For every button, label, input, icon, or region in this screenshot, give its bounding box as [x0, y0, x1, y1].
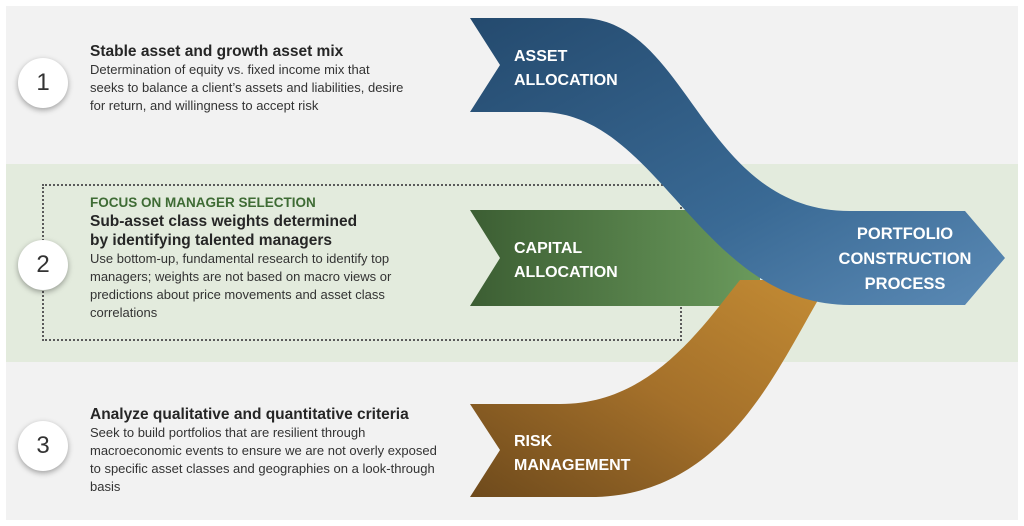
- step-2-body-line: correlations: [90, 305, 158, 320]
- portfolio-label-line-1: PORTFOLIO: [857, 225, 953, 243]
- step-2-heading-line: Sub-asset class weights determined: [90, 213, 358, 230]
- step-2-heading-line: by identifying talented managers: [90, 232, 333, 249]
- step-3-number: 3: [36, 432, 50, 459]
- step-2-number-circle: 2: [18, 240, 68, 290]
- step-3-text: Analyze qualitative and quantitative cri…: [90, 405, 470, 496]
- step-1-number: 1: [36, 69, 50, 96]
- step-1-heading: Stable asset and growth asset mix: [90, 43, 344, 60]
- asset-allocation-label-line-2: ALLOCATION: [514, 72, 618, 89]
- step-3-heading: Analyze qualitative and quantitative cri…: [90, 406, 409, 423]
- capital-allocation-arrow: [470, 210, 760, 306]
- step-2-body-line: Use bottom-up, fundamental research to i…: [90, 251, 390, 266]
- step-1-body-line: Determination of equity vs. fixed income…: [90, 62, 370, 77]
- risk-management-label-line-2: MANAGEMENT: [514, 457, 631, 474]
- capital-allocation-label-line-2: ALLOCATION: [514, 264, 618, 281]
- capital-allocation-label-line-1: CAPITAL: [514, 240, 582, 257]
- focus-label: FOCUS ON MANAGER SELECTION: [90, 195, 316, 210]
- step-2-body-line: predictions about price movements and as…: [90, 287, 385, 302]
- portfolio-label-line-2: CONSTRUCTION: [839, 250, 972, 268]
- step-1-number-circle: 1: [18, 58, 68, 108]
- step-3-number-circle: 3: [18, 421, 68, 471]
- step-2-body: Use bottom-up, fundamental research to i…: [90, 250, 450, 322]
- portfolio-label-line-3: PROCESS: [865, 275, 946, 293]
- step-3-body-line: basis: [90, 479, 121, 494]
- step-3-body: Seek to build portfolios that are resili…: [90, 424, 470, 496]
- step-1-body-line: seeks to balance a client’s assets and l…: [90, 80, 404, 95]
- risk-management-label-line-1: RISK: [514, 433, 553, 450]
- step-3-body-line: Seek to build portfolios that are resili…: [90, 425, 366, 440]
- step-1-text: Stable asset and growth asset mix Determ…: [90, 42, 470, 115]
- step-3-body-line: to specific asset classes and geographie…: [90, 461, 435, 476]
- asset-allocation-arrow: [470, 18, 1005, 305]
- step-2-body-line: managers; weights are not based on macro…: [90, 269, 392, 284]
- step-1-body-line: for return, and willingness to accept ri…: [90, 98, 319, 113]
- step-2-heading: Sub-asset class weights determined by id…: [90, 212, 450, 250]
- step-3-body-line: macroeconomic events to ensure we are no…: [90, 443, 437, 458]
- asset-allocation-label-line-1: ASSET: [514, 48, 568, 65]
- step-2-number: 2: [36, 251, 50, 278]
- step-2-text: FOCUS ON MANAGER SELECTION Sub-asset cla…: [90, 194, 450, 322]
- step-1-body: Determination of equity vs. fixed income…: [90, 61, 470, 115]
- risk-management-arrow: [470, 280, 830, 497]
